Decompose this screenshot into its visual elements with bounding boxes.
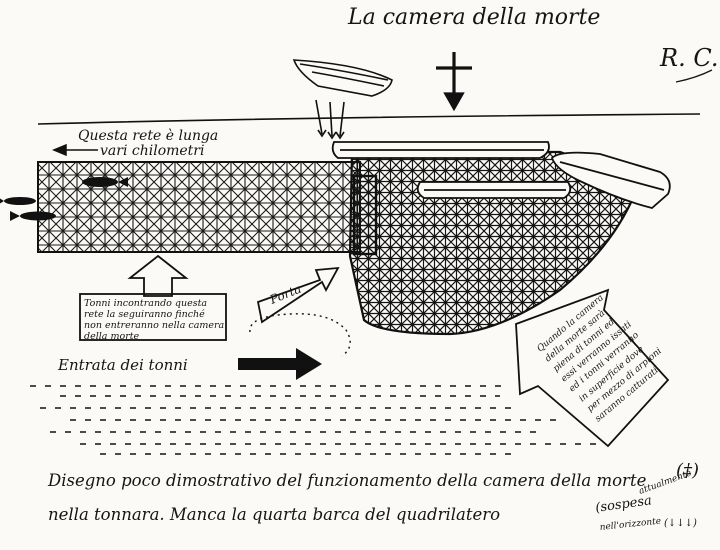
up-arrow-outline [127,254,189,297]
entrance-arrow-icon [238,348,322,380]
boat-middle-icon [416,181,572,199]
chamber-door [352,174,378,256]
sketch-title: La camera della morte [347,5,600,30]
entrance-label: Entrata dei tonni [57,356,188,374]
tuna-note-line-2: rete la seguiranno finché [84,309,205,320]
caption-line-2: nella tonnara. Manca la quarta barca del… [48,505,500,524]
tuna-fish-icon [0,177,128,221]
suspended-boat-icon [292,59,393,140]
caption-symbol: (‡) [676,460,699,481]
boat-right-icon [550,151,671,209]
door-label: Porta [267,282,303,308]
tuna-note-box [79,293,227,341]
tuna-note-line-1: Tonni incontrando questa [84,298,207,309]
net-note-line-2: vari chilometri [100,143,204,159]
caption-line-1: Disegno poco dimostrativo del funzioname… [47,471,647,490]
caption-note-2: (sospesa [594,493,652,516]
tuna-note-line-3: non entreranno nella camera [84,320,225,331]
cross-arrow-icon [436,52,472,112]
net-note-line-1: Questa rete è lunga [78,128,218,144]
release-arrow-outline [515,288,670,448]
caption-note-3: nell'orizzonte [599,517,661,533]
tuna-note-line-4: della morte [84,331,140,342]
left-arrow-icon [52,143,98,157]
artist-initials: R. C. [659,44,718,72]
sea-dashes [30,385,600,455]
long-net [37,161,361,253]
initials-flourish [675,69,713,83]
caption-note-4: (↓↓↓) [664,518,697,529]
boat-top-icon [331,141,550,159]
sea-surface-line [37,113,701,125]
